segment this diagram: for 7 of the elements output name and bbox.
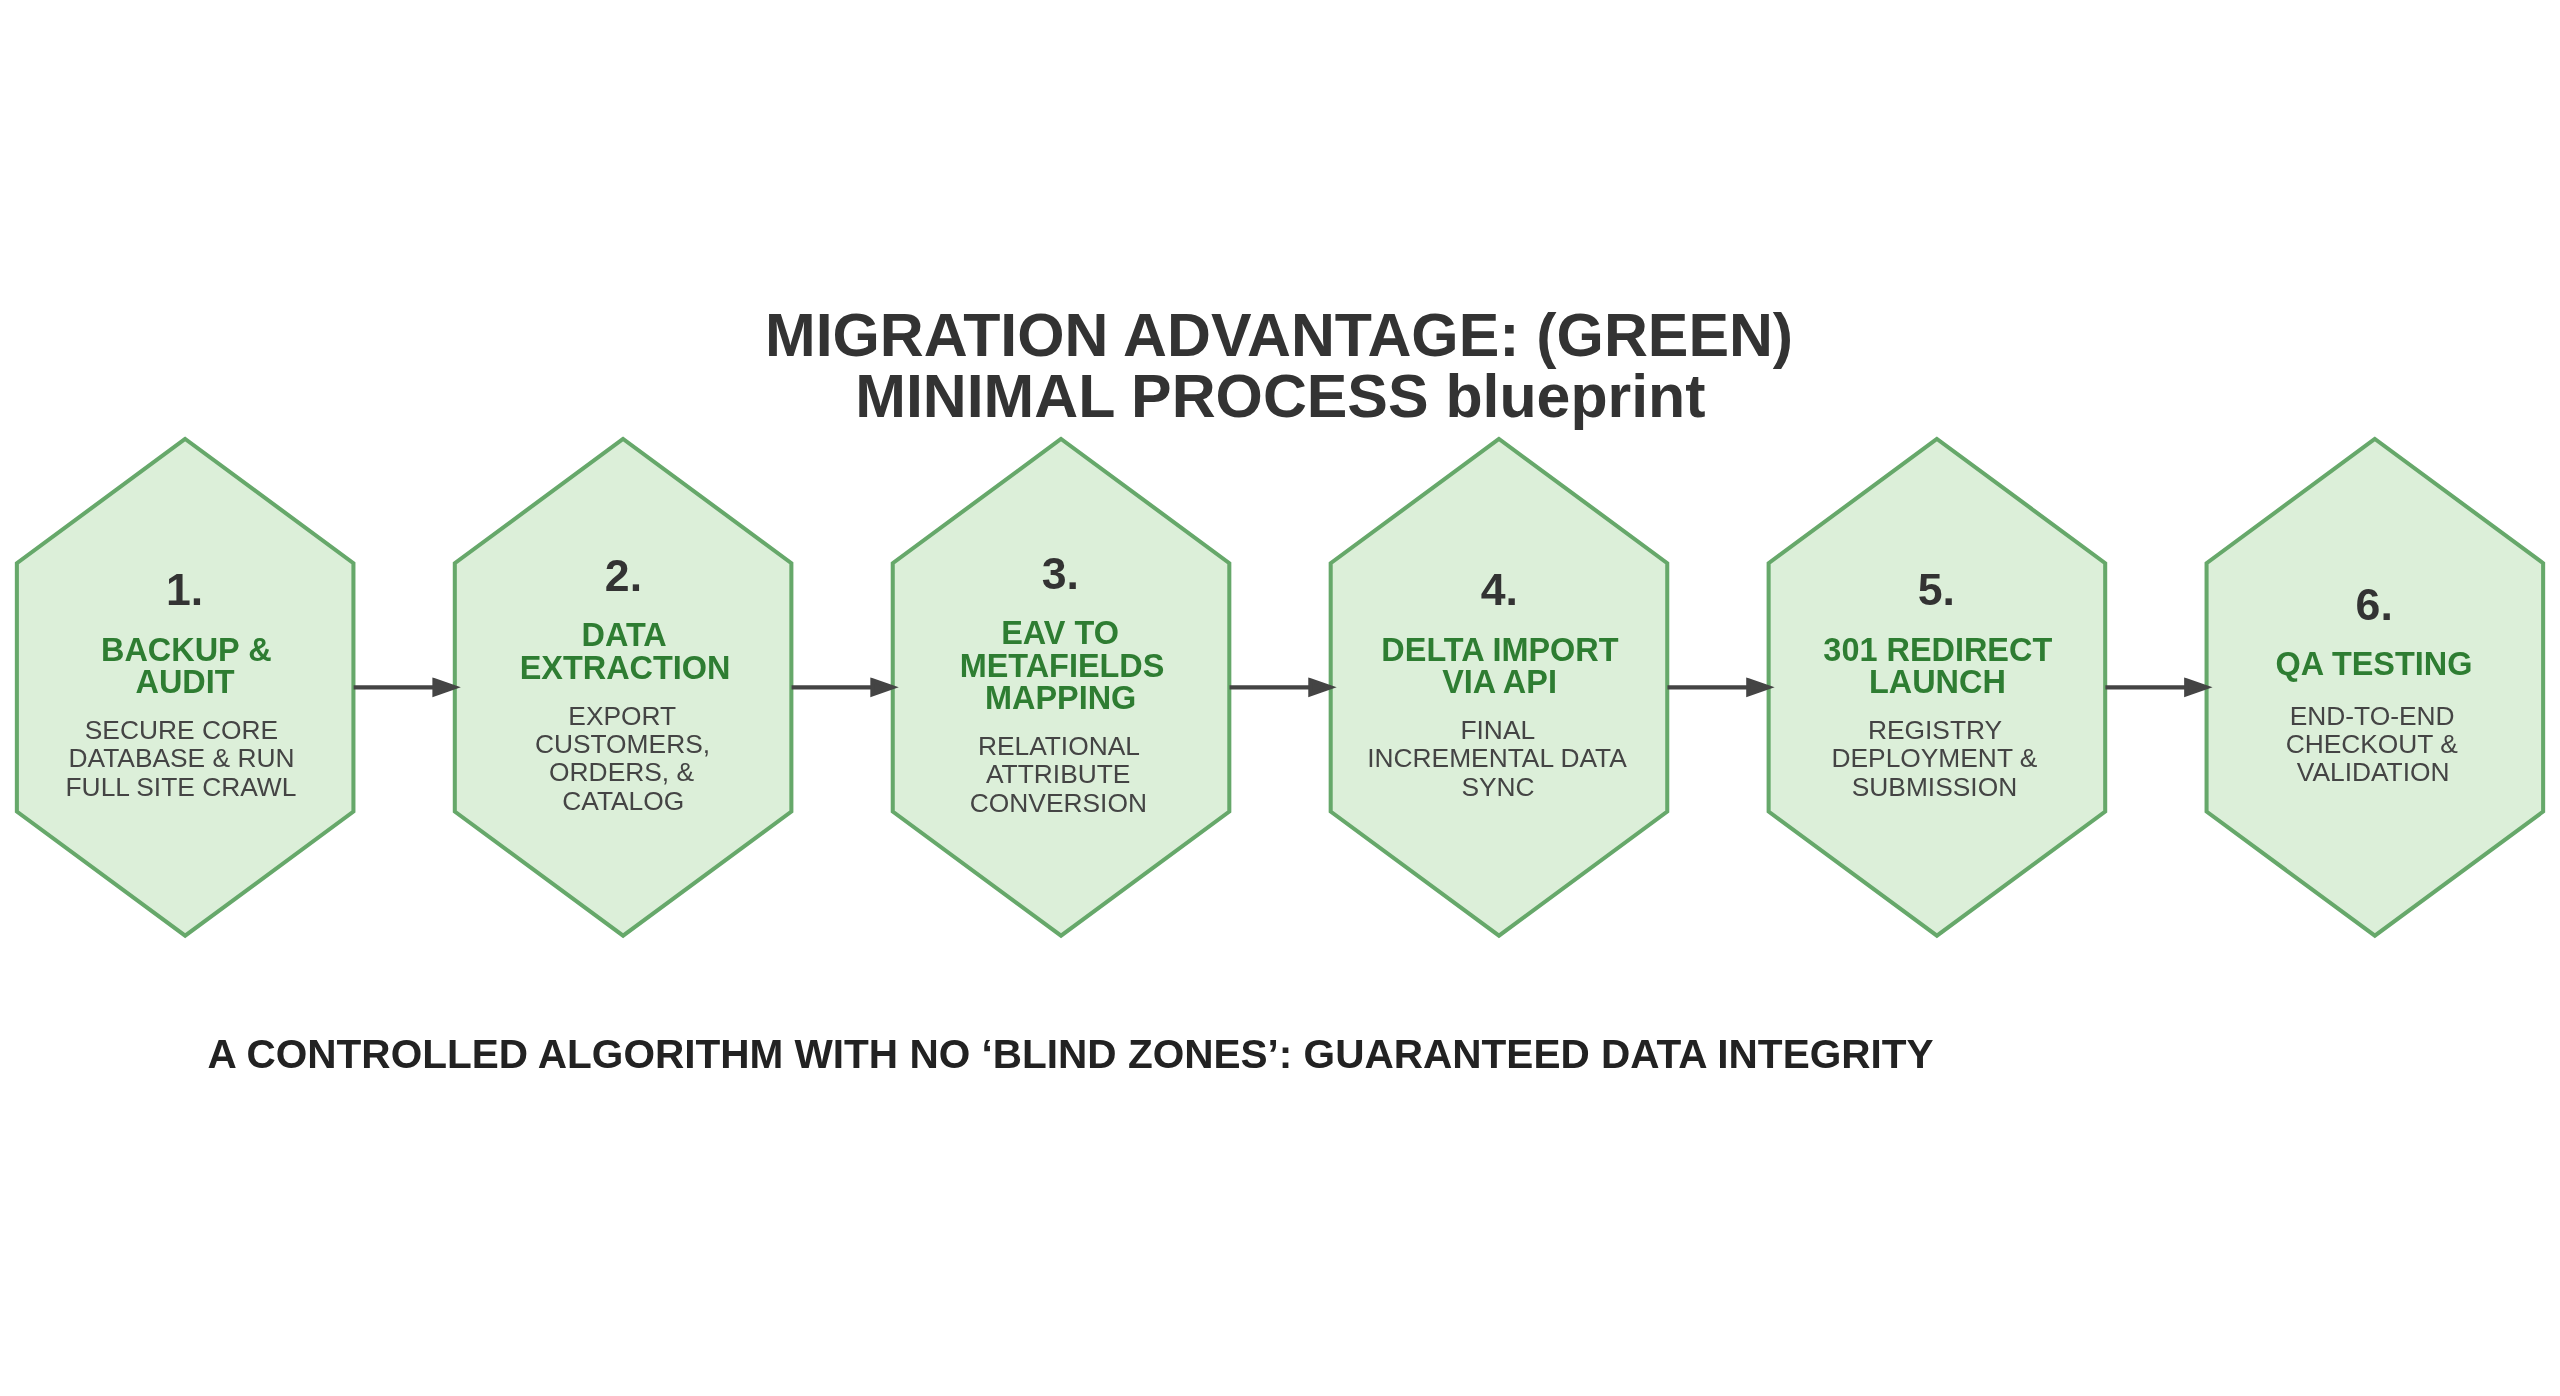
arrow	[1229, 676, 1337, 697]
arrow	[353, 676, 461, 697]
label: A CONTROLLED ALGORITHM WITH NO ‘BLIND ZONES’: GUARANTEED DATA INTEGRITY	[207, 1030, 1934, 1077]
arrow	[1667, 676, 1775, 697]
diagram-title: MIGRATION ADVANTAGE: (GREEN) MINIMAL PROCESS blueprint	[765, 300, 1794, 430]
arrow	[791, 676, 899, 697]
arrow	[2105, 676, 2213, 697]
